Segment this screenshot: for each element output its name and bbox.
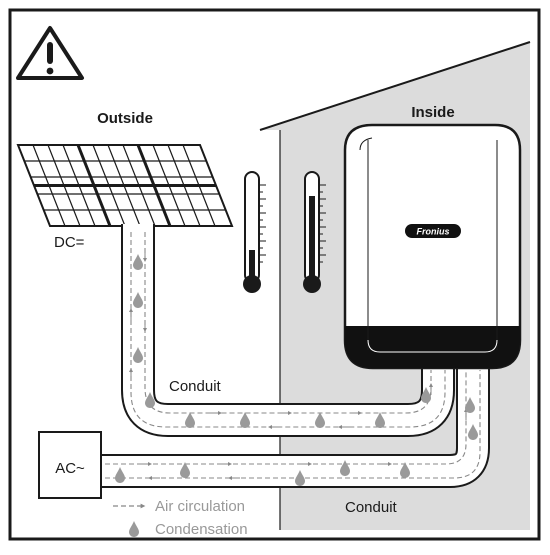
- condensation-legend-label: Condensation: [155, 521, 248, 538]
- air-circulation-legend-label: Air circulation: [155, 498, 245, 515]
- roof-line: [259, 41, 531, 131]
- upper-conduit: [121, 224, 455, 437]
- thermometer-inside-icon: [303, 171, 326, 293]
- thermometer-outside-icon: [243, 171, 266, 293]
- brand-logo: [405, 224, 461, 238]
- inside-label: Inside: [411, 104, 454, 121]
- warning-triangle-icon: [16, 26, 84, 80]
- legend: Air circulation Condensation: [113, 498, 248, 538]
- ac-box: [38, 431, 102, 499]
- ac-label: AC~: [55, 460, 85, 477]
- lower-conduit: [101, 367, 490, 488]
- conduit-lower-label: Conduit: [345, 499, 398, 516]
- conduit-upper-label: Conduit: [169, 378, 222, 395]
- solar-panel-icon: [16, 144, 234, 227]
- outside-label: Outside: [97, 110, 153, 127]
- brand-label: Fronius: [417, 227, 450, 237]
- inverter-unit: Fronius: [343, 123, 522, 370]
- dc-label: DC=: [54, 234, 85, 251]
